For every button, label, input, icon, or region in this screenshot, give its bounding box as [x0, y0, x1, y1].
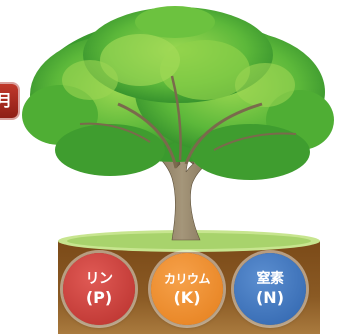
- cropped-label-text: 月: [0, 91, 13, 110]
- nutrient-nitrogen-badge: 窒素 (N): [234, 253, 306, 325]
- nutrient-name: リン: [85, 271, 114, 287]
- nutrient-name: カリウム: [163, 272, 211, 286]
- nutrient-symbol: (N): [255, 288, 284, 307]
- nutrient-phosphorus-badge: リン (P): [63, 253, 135, 325]
- nutrient-potassium-badge: カリウム (K): [151, 253, 223, 325]
- nutrient-name: 窒素: [256, 271, 285, 287]
- cropped-label-tag: 月: [0, 84, 18, 118]
- tree-canopy: [22, 6, 334, 180]
- nutrient-symbol: (K): [173, 288, 201, 307]
- nutrient-symbol: (P): [85, 288, 113, 307]
